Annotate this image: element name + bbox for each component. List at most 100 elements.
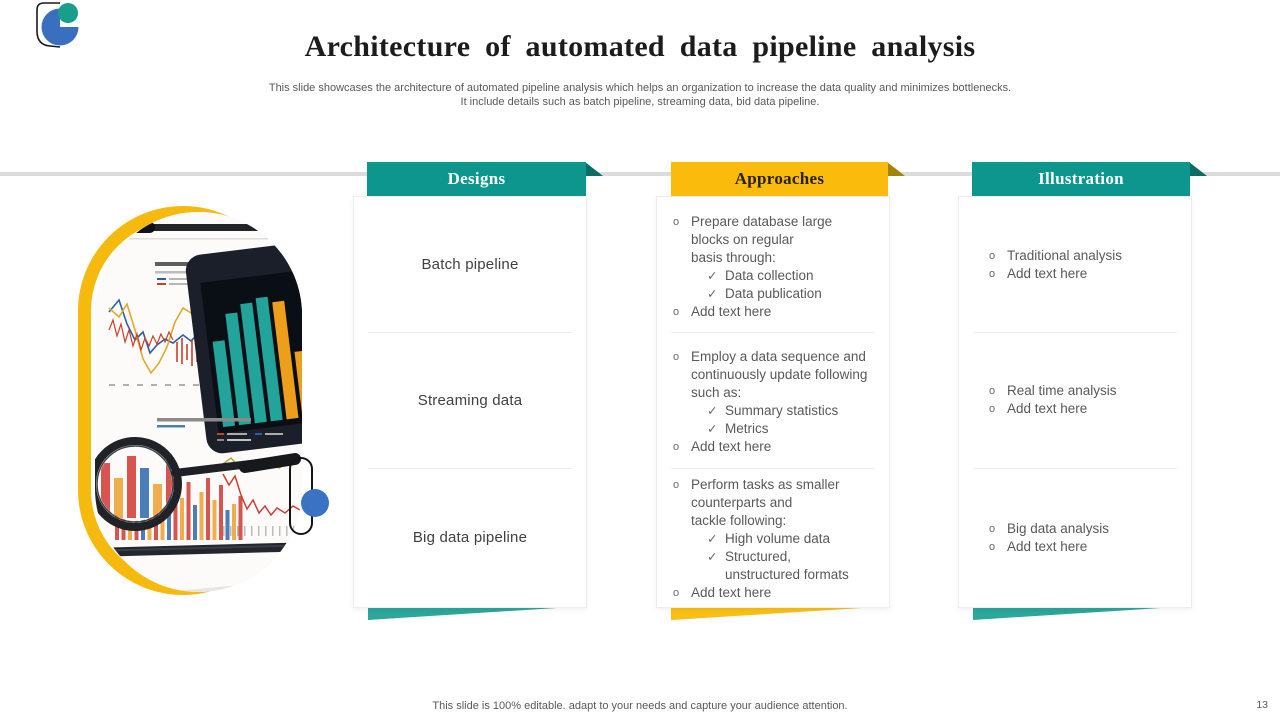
check-icon: ✓ [707,422,718,436]
bullet-text: tackle following: [691,513,787,528]
bullet-text: Data collection [725,268,814,283]
tablet-bar-chart [185,241,302,454]
bullet-text: Employ a data sequence and [691,349,866,364]
design-item-batch-pipeline: Batch pipeline [421,256,519,273]
subtitle-line-2: It include details such as batch pipelin… [460,96,820,108]
page-title: Architecture of automated data pipeline … [304,30,976,63]
tab-approaches: Approaches [671,162,888,196]
bullet-line: o Prepare database large [673,213,883,231]
magnifier-icon [95,437,301,531]
designs-section-2: Streaming data [354,332,586,468]
tablet-bars [212,296,302,428]
design-item-streaming-data: Streaming data [417,391,523,409]
header-divider-line [0,172,1280,176]
designs-section-1: Batch pipeline [354,197,586,332]
bullet-text: Real time analysis [1007,383,1117,398]
tab-illustration: Illustration [972,162,1190,196]
approaches-section-2: o Employ a data sequence and continuously … [657,332,889,468]
bullet-line: unstructured formats [673,566,883,584]
bullet-text: Data publication [725,286,822,301]
check-icon: ✓ [707,550,718,564]
bullet-line: ✓ Metrics [673,420,883,438]
circle-bullet-icon: o [673,351,680,363]
tab-designs-fold [585,162,603,176]
magnified-bars [99,448,172,521]
pen-bottom-icon [101,542,302,557]
check-icon: ✓ [707,532,718,546]
second-heading [157,418,283,441]
bullet-text: Perform tasks as smaller [691,477,840,492]
subtitle-line-1: This slide showcases the architecture of… [268,82,1012,94]
bullet-line: o Add text here [673,584,883,602]
bullet-line: o Big data analysis [989,520,1191,538]
approaches-list-1: o Prepare database large blocks on regular… [657,197,889,332]
bullet-line: ✓ High volume data [673,530,883,548]
page-number: 13 [1256,699,1268,711]
bullet-text: Add text here [691,585,772,600]
bullet-line: o Add text here [673,303,883,321]
blue-dot-shape [301,489,329,517]
circle-bullet-icon: o [673,587,680,599]
bullet-line: ✓ Summary statistics [673,402,883,420]
approaches-section-1: o Prepare database large blocks on regular… [657,197,889,332]
bullet-text: continuously update following [691,367,868,382]
bullet-text: Add text here [691,439,772,454]
bullet-text: Summary statistics [725,403,839,418]
bullet-text: Structured, [725,549,792,564]
bullet-line: counterparts and [673,494,883,512]
circle-bullet-icon: o [673,216,680,228]
bullet-line: o Perform tasks as smaller [673,476,883,494]
bullet-text: Add text here [691,304,772,319]
bullet-text: unstructured formats [725,567,849,582]
company-logo [14,0,86,72]
circle-bullet-icon: o [673,441,680,453]
approaches-card: o Prepare database large blocks on regular… [656,196,890,608]
bullet-line: o Employ a data sequence and [673,348,883,366]
bullet-text: Big data analysis [1007,520,1110,536]
circle-bullet-icon: o [673,479,680,491]
bullet-text: Prepare database large [691,214,833,229]
bullet-line: such as: [673,384,883,402]
check-icon: ✓ [707,404,718,418]
circle-bullet-icon: o [989,522,996,535]
check-icon: ✓ [707,287,718,301]
circle-bullet-icon: o [989,267,996,280]
bullet-text: Add text here [1007,265,1088,281]
bullet-text: High volume data [725,531,831,546]
logo-pacman-shape [41,8,79,46]
bullet-line: basis through: [673,249,883,267]
bullet-text: basis through: [691,250,776,265]
bullet-line: o Real time analysis [989,382,1191,400]
bullet-line: blocks on regular [673,231,883,249]
circle-bullet-icon: o [989,249,996,262]
bullet-line: o Add text here [989,265,1191,283]
designs-card: Batch pipeline Streaming data Big data p… [353,196,587,608]
bullet-line: ✓ Data publication [673,285,883,303]
circle-bullet-icon: o [673,306,680,318]
bullet-text: counterparts and [691,495,793,510]
bullet-line: o Add text here [673,438,883,456]
analytics-photo-illustration [95,212,302,592]
bullet-text: Metrics [725,421,769,436]
approaches-swoosh-shape [671,606,893,620]
designs-section-3: Big data pipeline [354,468,586,607]
logo-bracket-shape [36,2,61,48]
bullet-line: o Traditional analysis [989,247,1191,265]
designs-swoosh-shape [368,606,588,620]
bullet-text: such as: [691,385,742,400]
bullet-text: Traditional analysis [1007,247,1123,263]
circle-bullet-icon: o [989,385,996,397]
bullet-line: ✓ Structured, [673,548,883,566]
pen-top-icon [103,222,293,240]
design-item-big-data-pipeline: Big data pipeline [412,529,528,546]
approaches-section-3: o Perform tasks as smaller counterparts an… [657,468,889,607]
